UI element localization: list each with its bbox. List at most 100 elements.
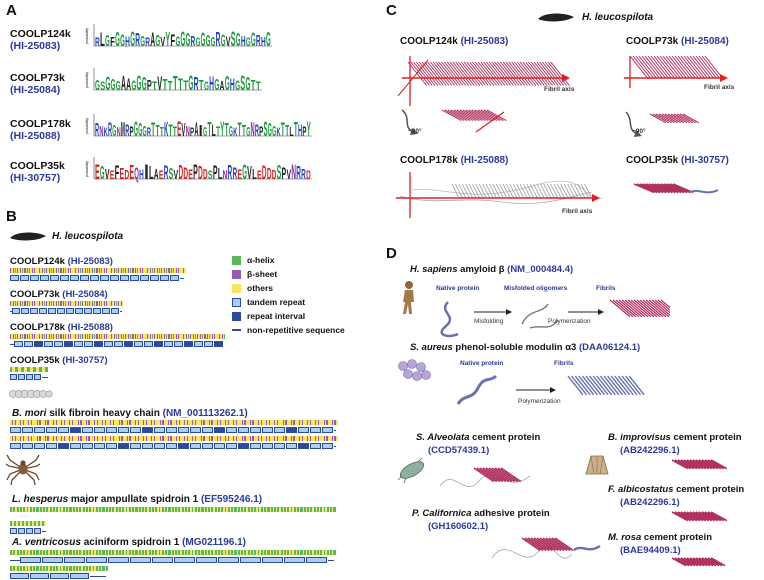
svg-text:R: R bbox=[296, 163, 301, 183]
svg-text:H: H bbox=[261, 34, 266, 49]
svg-text:G: G bbox=[251, 30, 256, 51]
secondary-structure-bar-3 bbox=[10, 367, 48, 372]
cement-2-id: (AB242296.1) bbox=[620, 497, 680, 508]
svg-text:T: T bbox=[162, 77, 167, 94]
cement-0-title: S. Alveolata cement protein bbox=[416, 432, 541, 443]
c-structure-0: COOLP124k (HI-25083) bbox=[400, 36, 509, 47]
svg-text:E: E bbox=[188, 166, 193, 182]
svg-text:T: T bbox=[225, 120, 229, 140]
svg-text:G: G bbox=[134, 118, 138, 141]
svg-text:S: S bbox=[208, 168, 213, 182]
svg-text:R: R bbox=[125, 121, 129, 140]
svg-text:P: P bbox=[190, 125, 194, 139]
logo-a-title-2: COOLP178k(HI-25088) bbox=[10, 118, 71, 142]
svg-text:H: H bbox=[298, 121, 302, 140]
svg-text:E: E bbox=[120, 166, 125, 183]
a-ventricosus-structure-bar-2 bbox=[10, 566, 108, 571]
panel-c-label: C bbox=[386, 2, 397, 19]
svg-text:T: T bbox=[168, 78, 173, 93]
svg-text:G: G bbox=[112, 123, 116, 140]
svg-text:N: N bbox=[117, 124, 121, 139]
secondary-structure-bar-2 bbox=[10, 334, 225, 339]
svg-text:S: S bbox=[100, 79, 105, 93]
svg-text:E: E bbox=[159, 168, 164, 182]
svg-text:V: V bbox=[160, 34, 165, 49]
svg-text:T: T bbox=[285, 123, 289, 140]
svg-text:G: G bbox=[143, 123, 147, 140]
psm-title: S. aureus phenol-soluble modulin α3 (DAA… bbox=[410, 342, 641, 353]
svg-text:R: R bbox=[135, 30, 140, 50]
svg-text:G: G bbox=[235, 77, 240, 93]
cement-3-title: P. Californica adhesive protein bbox=[412, 508, 550, 519]
silkworm-icon bbox=[9, 389, 53, 399]
sea-cucumber-icon-c bbox=[538, 13, 574, 22]
svg-text:R: R bbox=[232, 164, 237, 183]
svg-text:H: H bbox=[209, 74, 214, 95]
svg-text:D: D bbox=[124, 167, 129, 182]
svg-text:T: T bbox=[173, 123, 177, 139]
rotation-label-0: ~90° bbox=[408, 128, 422, 135]
legend-sheet: β-sheet bbox=[232, 269, 277, 279]
panel-a-label: A bbox=[6, 2, 17, 19]
svg-text:A: A bbox=[194, 120, 198, 141]
svg-text:N: N bbox=[186, 123, 190, 140]
svg-text:N: N bbox=[291, 161, 296, 184]
step-polymerization-1: Polymerization bbox=[548, 318, 591, 325]
fibril-axis-label-2: Fibril axis bbox=[562, 208, 593, 215]
svg-text:P: P bbox=[147, 77, 152, 94]
a-ventricosus-repeat-row-2 bbox=[10, 573, 106, 579]
svg-text:R: R bbox=[255, 121, 259, 140]
svg-text:M: M bbox=[121, 119, 125, 141]
fibril-axis-label-1: Fibril axis bbox=[704, 84, 735, 91]
legend-repeat-interval: repeat interval bbox=[232, 311, 305, 321]
svg-text:T: T bbox=[160, 124, 164, 139]
svg-text:T: T bbox=[173, 73, 178, 95]
svg-text:I: I bbox=[199, 123, 203, 140]
svg-text:Y: Y bbox=[220, 118, 224, 141]
secondary-structure-bar-0 bbox=[10, 268, 186, 273]
coolp73k-fibril-model bbox=[624, 55, 728, 137]
svg-text:T: T bbox=[199, 77, 204, 94]
svg-text:E: E bbox=[110, 168, 115, 182]
svg-text:T: T bbox=[294, 119, 298, 141]
svg-text:G: G bbox=[175, 33, 180, 49]
svg-text:G: G bbox=[111, 77, 116, 94]
amyloid-stage-native: Native protein bbox=[436, 285, 480, 292]
svg-text:T: T bbox=[183, 77, 188, 93]
svg-text:N: N bbox=[223, 167, 228, 182]
svg-text:G: G bbox=[221, 31, 226, 50]
cement-4-title: M. rosa cement protein bbox=[608, 532, 713, 543]
svg-text:G: G bbox=[229, 123, 233, 140]
cement-3-id: (GH160602.1) bbox=[428, 521, 489, 532]
b-protein-0: COOLP124k (HI-25083) bbox=[10, 256, 113, 267]
svg-text:H: H bbox=[241, 33, 246, 50]
svg-text:A: A bbox=[154, 166, 159, 183]
l-hesperus-structure-bar-1 bbox=[10, 507, 336, 512]
svg-text:G: G bbox=[266, 29, 271, 51]
tandem-repeat-row-1 bbox=[10, 308, 122, 314]
c-structure-3: COOLP35k (HI-30757) bbox=[626, 155, 729, 166]
svg-text:G: G bbox=[95, 77, 100, 94]
l-hesperus-structure-bar-2 bbox=[10, 521, 46, 526]
svg-text:K: K bbox=[276, 125, 280, 139]
l-hesperus-title: L. hesperus major ampullate spidroin 1 (… bbox=[12, 494, 263, 505]
svg-text:L: L bbox=[100, 30, 105, 51]
svg-text:probability: probability bbox=[85, 28, 89, 44]
svg-text:V: V bbox=[174, 167, 179, 182]
svg-text:N: N bbox=[99, 123, 103, 140]
svg-text:P: P bbox=[259, 123, 263, 139]
b-mori-repeat-row-2 bbox=[10, 443, 336, 449]
svg-text:G: G bbox=[204, 79, 209, 93]
a-ventricosus-title: A. ventricosus aciniform spidroin 1 (MG0… bbox=[12, 537, 246, 548]
coolp178k-fibril-model bbox=[396, 172, 603, 218]
svg-text:G: G bbox=[206, 33, 211, 50]
logo-a-title-0: COOLP124k(HI-25083) bbox=[10, 28, 71, 52]
cement-structure-0 bbox=[439, 467, 531, 487]
svg-text:T: T bbox=[238, 120, 242, 141]
cement-1-id: (AB242296.1) bbox=[620, 445, 680, 456]
svg-text:G: G bbox=[186, 30, 191, 50]
coolp124k-fibril-model bbox=[397, 56, 570, 135]
svg-text:K: K bbox=[164, 119, 168, 141]
svg-text:G: G bbox=[211, 34, 216, 49]
